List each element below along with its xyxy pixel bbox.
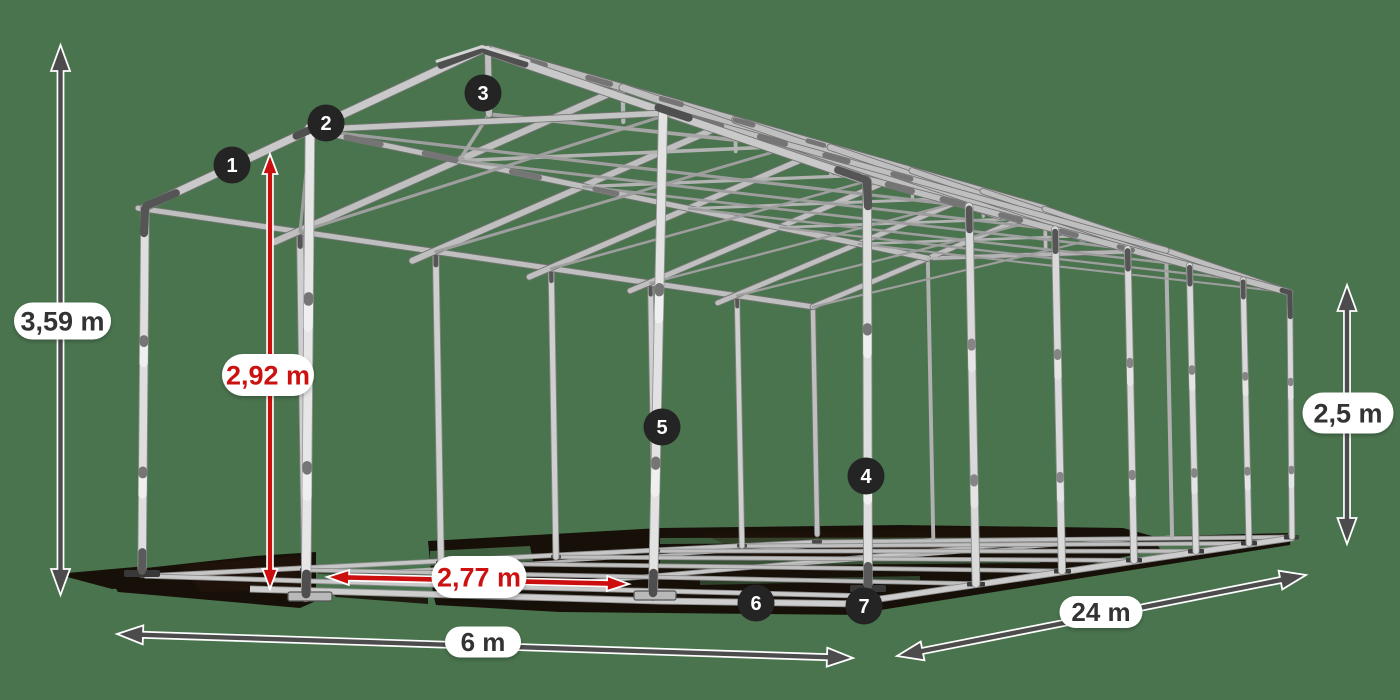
- svg-text:7: 7: [858, 596, 869, 618]
- svg-text:4: 4: [860, 466, 872, 488]
- svg-text:3: 3: [477, 83, 488, 105]
- svg-text:24 m: 24 m: [1071, 597, 1130, 627]
- svg-text:5: 5: [656, 417, 667, 439]
- svg-text:2,5 m: 2,5 m: [1313, 398, 1382, 428]
- svg-text:6: 6: [750, 593, 761, 615]
- svg-text:1: 1: [226, 155, 237, 177]
- svg-text:2,92 m: 2,92 m: [226, 360, 310, 390]
- svg-text:3,59 m: 3,59 m: [20, 306, 104, 336]
- svg-text:6 m: 6 m: [461, 627, 506, 657]
- svg-text:2: 2: [320, 113, 331, 135]
- svg-text:2,77 m: 2,77 m: [437, 562, 521, 592]
